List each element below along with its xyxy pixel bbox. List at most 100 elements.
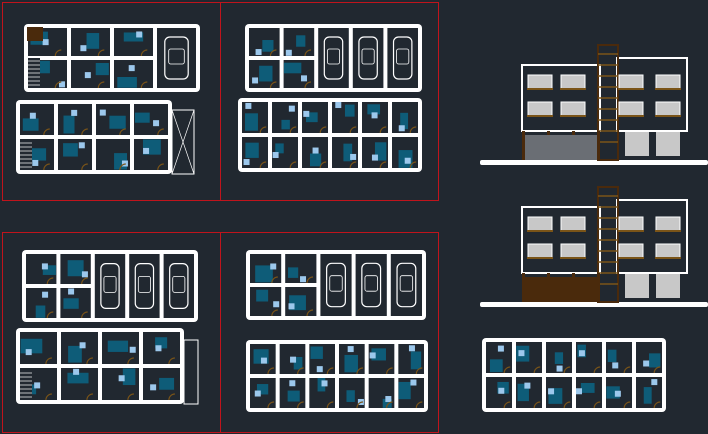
door-swing xyxy=(81,311,88,319)
fixture xyxy=(32,159,39,166)
door-swing xyxy=(267,401,275,409)
window xyxy=(527,216,553,232)
fixture xyxy=(42,291,49,298)
fixture xyxy=(272,152,279,159)
furniture xyxy=(649,353,661,368)
fixture xyxy=(99,109,106,116)
column xyxy=(597,131,600,160)
fixture xyxy=(371,154,378,161)
fixture xyxy=(578,350,585,357)
fixture xyxy=(255,49,262,56)
sheet-frame-2 xyxy=(220,2,439,201)
door-swing xyxy=(127,393,134,401)
ground-floor-base xyxy=(525,135,597,160)
furniture xyxy=(517,383,529,402)
furniture xyxy=(256,384,269,395)
door-swing xyxy=(45,357,52,365)
fixture xyxy=(270,263,277,270)
door-swing xyxy=(379,126,387,134)
door-swing xyxy=(593,366,601,374)
door-swing xyxy=(304,81,312,89)
furniture xyxy=(288,267,299,278)
door-swing xyxy=(326,367,334,375)
fixture xyxy=(285,49,292,56)
door-swing xyxy=(503,401,511,409)
furniture xyxy=(256,289,269,302)
elevations xyxy=(480,44,708,307)
furniture xyxy=(382,398,392,408)
furniture xyxy=(346,390,355,402)
building-elevation xyxy=(480,44,708,165)
door-swing xyxy=(349,161,357,169)
door-swing xyxy=(271,309,278,317)
door-swing xyxy=(54,81,62,89)
car-roof xyxy=(329,275,343,292)
fixture xyxy=(316,366,323,373)
door-swing xyxy=(168,357,175,365)
door-swing xyxy=(81,163,88,171)
furniture xyxy=(95,63,109,76)
fixture xyxy=(260,357,267,364)
car-roof xyxy=(396,48,410,65)
door-swing xyxy=(319,126,327,134)
window xyxy=(527,74,553,90)
car-roof xyxy=(137,275,151,293)
window xyxy=(560,243,586,259)
fixture xyxy=(643,360,650,367)
shop-window xyxy=(625,132,649,156)
window xyxy=(560,74,586,90)
fixture xyxy=(290,356,297,363)
floor-plan xyxy=(24,24,200,92)
furniture xyxy=(262,40,274,52)
fixture xyxy=(303,110,310,117)
furniture xyxy=(344,354,358,373)
door-swing xyxy=(349,126,357,134)
car-roof xyxy=(172,275,186,293)
furniture xyxy=(497,381,509,394)
door-swing xyxy=(119,163,126,171)
furniture xyxy=(643,387,652,404)
furniture xyxy=(63,143,78,157)
fixture xyxy=(42,39,49,46)
column xyxy=(597,273,600,302)
door-swing xyxy=(533,401,541,409)
fixture xyxy=(518,350,525,357)
fixture xyxy=(614,390,621,397)
void-cross xyxy=(171,109,195,175)
fixture xyxy=(155,345,162,352)
car-icon xyxy=(100,263,120,310)
garage xyxy=(390,254,422,316)
fixture xyxy=(369,352,376,359)
stair-tower xyxy=(597,44,619,161)
door-swing xyxy=(168,393,175,401)
shop-window xyxy=(625,274,649,298)
door-swing xyxy=(86,393,93,401)
car-roof xyxy=(326,48,341,65)
fixture xyxy=(347,346,354,353)
floor-plan xyxy=(238,98,422,172)
fixture xyxy=(80,45,87,52)
shop-window xyxy=(656,274,680,298)
fixture xyxy=(128,65,135,72)
door-swing xyxy=(415,367,423,375)
furniture xyxy=(117,76,137,88)
building-elevation xyxy=(480,186,708,307)
door-swing xyxy=(409,126,417,134)
furniture xyxy=(293,356,303,370)
furniture xyxy=(42,265,56,275)
plan-walls xyxy=(16,328,184,404)
window xyxy=(618,101,644,117)
furniture xyxy=(309,153,322,167)
door-swing xyxy=(259,161,267,169)
fixture xyxy=(651,379,658,386)
furniture xyxy=(159,377,175,390)
room xyxy=(114,28,153,56)
car-icon xyxy=(326,262,346,308)
fixture xyxy=(79,342,86,349)
door-swing xyxy=(306,309,314,317)
furniture xyxy=(398,381,411,400)
furniture xyxy=(155,337,168,349)
car-roof xyxy=(364,275,378,292)
fixture xyxy=(136,31,143,38)
